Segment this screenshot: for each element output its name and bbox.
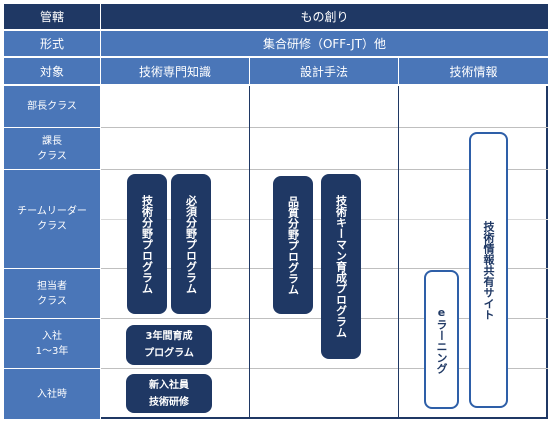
program-elearning-label: eラーニング (435, 305, 448, 374)
program-hissu-bunya: 必須分野プログラム (171, 174, 211, 314)
row-label-nyushaji: 入社時 (4, 369, 100, 419)
program-hissu-bunya-label: 必須分野プログラム (184, 194, 198, 294)
kankatsu-value: もの創り (101, 4, 548, 29)
program-sannenkan-ikusei: 3年間育成 プログラム (126, 325, 212, 365)
program-shinnyu-shain-label: 新入社員 技術研修 (149, 379, 189, 408)
grid-line-h (101, 368, 548, 369)
program-gijutsu-joho-kyoyu-site: 技術情報共有サイト (469, 132, 508, 408)
grid-line-h (101, 127, 548, 128)
program-gijutsu-joho-kyoyu-site-label: 技術情報共有サイト (482, 220, 495, 320)
column-header-gijutsu-senmon: 技術専門知識 (101, 58, 249, 84)
program-sannenkan-ikusei-label: 3年間育成 プログラム (144, 331, 194, 359)
program-gijutsu-bunya: 技術分野プログラム (127, 174, 167, 314)
column-header-sekkei-shuho: 設計手法 (250, 58, 398, 84)
row-label-tantosha: 担当者 クラス (4, 269, 100, 318)
column-header-gijutsu-joho: 技術情報 (399, 58, 548, 84)
row-label-nyusha-1-3: 入社 1～3年 (4, 319, 100, 368)
grid-line-v (249, 86, 250, 419)
program-hinshitsu-bunya: 品質分野プログラム (273, 176, 313, 314)
grid-line-h (101, 169, 548, 170)
kankatsu-label: 管轄 (4, 4, 100, 29)
row-label-team-leader: チームリーダー クラス (4, 170, 100, 268)
row-label-bucho: 部長クラス (4, 86, 100, 127)
taisho-label: 対象 (4, 58, 100, 84)
row-label-kacho: 課長 クラス (4, 128, 100, 169)
grid-line-v (398, 86, 399, 419)
program-shinnyu-shain: 新入社員 技術研修 (126, 374, 212, 413)
program-hinshitsu-bunya-label: 品質分野プログラム (286, 195, 300, 295)
program-gijutsu-keyman-label: 技術キーマン育成プログラム (334, 195, 348, 338)
program-gijutsu-keyman: 技術キーマン育成プログラム (321, 174, 361, 359)
keishiki-value: 集合研修（OFF-JT）他 (101, 31, 548, 56)
keishiki-label: 形式 (4, 31, 100, 56)
program-gijutsu-bunya-label: 技術分野プログラム (140, 194, 154, 294)
program-elearning: eラーニング (424, 270, 459, 409)
